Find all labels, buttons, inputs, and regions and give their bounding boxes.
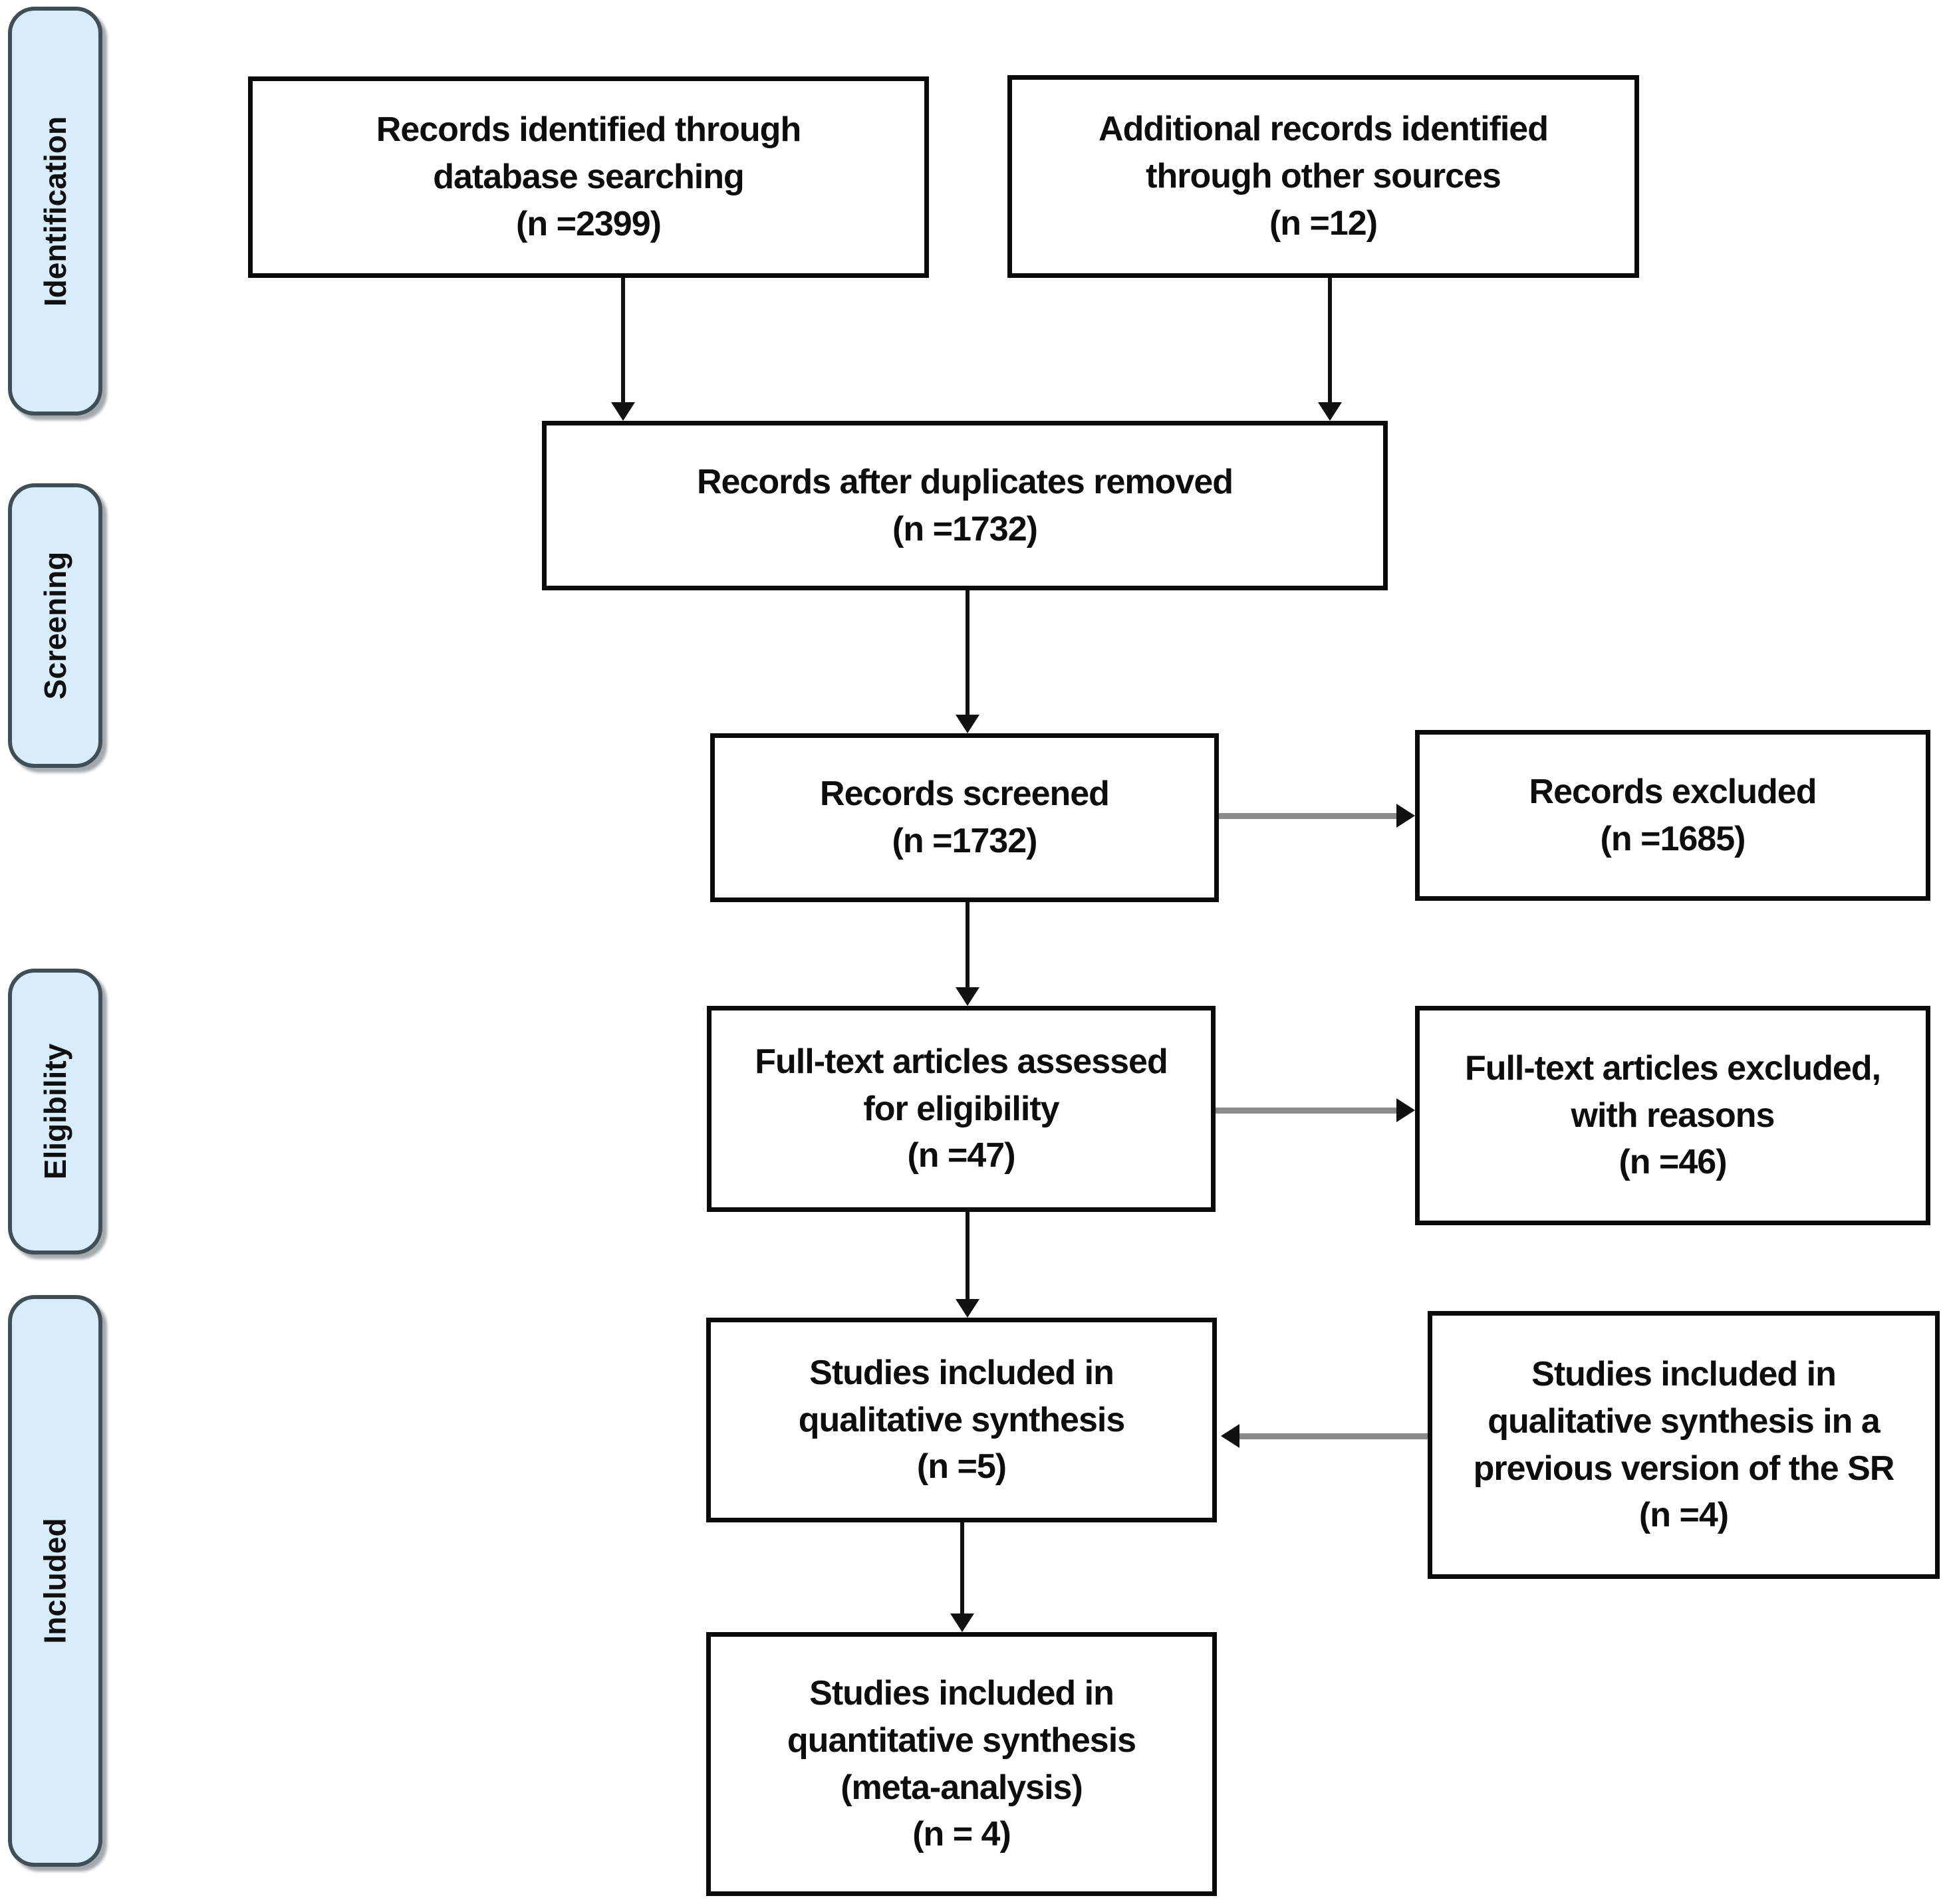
box-quantitative-synthesis: Studies included in quantitative synthes… xyxy=(706,1632,1217,1896)
box-records-screened: Records screened (n =1732) xyxy=(710,733,1219,902)
stage-included-label: Included xyxy=(38,1518,72,1644)
box-qualitative-synthesis: Studies included in qualitative synthesi… xyxy=(706,1318,1217,1522)
arrow-right-head xyxy=(1396,1098,1415,1122)
arrow-previous-sr-to-qualitative xyxy=(1221,1423,1428,1449)
arrow-down-head xyxy=(1318,402,1342,421)
stage-included: Included xyxy=(8,1295,102,1867)
arrow-line xyxy=(966,590,970,715)
arrow-additional-to-duplicates xyxy=(1317,278,1343,421)
arrow-line xyxy=(960,1522,964,1613)
box-records-identified: Records identified through database sear… xyxy=(248,76,929,278)
arrow-line xyxy=(1328,278,1332,402)
stage-identification-label: Identification xyxy=(38,116,73,306)
arrow-down-head xyxy=(611,402,635,421)
box-fulltext-excluded: Full-text articles excluded, with reason… xyxy=(1415,1006,1930,1225)
arrow-down-head xyxy=(956,987,979,1006)
box-records-excluded-text: Records excluded (n =1685) xyxy=(1529,772,1817,858)
arrow-line xyxy=(1239,1433,1428,1439)
box-records-identified-text: Records identified through database sear… xyxy=(376,110,801,243)
arrow-qualitative-to-quantitative xyxy=(949,1522,975,1632)
box-fulltext-assessed: Full-text articles assessed for eligibil… xyxy=(707,1006,1216,1212)
arrow-down-head xyxy=(950,1613,974,1632)
arrow-identified-to-duplicates xyxy=(610,278,636,421)
box-after-duplicates-text: Records after duplicates removed (n =173… xyxy=(696,462,1233,548)
arrow-screened-to-excluded xyxy=(1219,802,1415,829)
arrow-left-head xyxy=(1221,1424,1239,1448)
stage-identification: Identification xyxy=(8,7,102,416)
box-qualitative-previous-sr-text: Studies included in qualitative synthesi… xyxy=(1473,1355,1895,1535)
stage-eligibility: Eligibility xyxy=(8,969,102,1254)
box-qualitative-previous-sr: Studies included in qualitative synthesi… xyxy=(1428,1311,1940,1579)
arrow-line xyxy=(1216,1107,1396,1114)
arrow-fulltext-to-fulltext-excluded xyxy=(1216,1097,1415,1124)
box-qualitative-synthesis-text: Studies included in qualitative synthesi… xyxy=(798,1353,1126,1487)
box-records-screened-text: Records screened (n =1732) xyxy=(820,774,1110,860)
arrow-right-head xyxy=(1396,804,1415,828)
arrow-down-head xyxy=(956,1299,979,1318)
stage-screening-label: Screening xyxy=(38,551,73,700)
arrow-line xyxy=(966,902,970,987)
arrow-down-head xyxy=(956,715,979,733)
arrow-screened-to-fulltext xyxy=(954,902,981,1006)
stage-screening: Screening xyxy=(8,483,102,768)
stage-eligibility-label: Eligibility xyxy=(38,1043,72,1180)
arrow-duplicates-to-screened xyxy=(954,590,981,733)
box-after-duplicates: Records after duplicates removed (n =173… xyxy=(542,421,1388,590)
arrow-fulltext-to-qualitative xyxy=(954,1212,981,1318)
box-additional-records: Additional records identified through ot… xyxy=(1007,75,1639,278)
box-records-excluded: Records excluded (n =1685) xyxy=(1415,730,1930,901)
box-quantitative-synthesis-text: Studies included in quantitative synthes… xyxy=(787,1674,1136,1854)
box-fulltext-excluded-text: Full-text articles excluded, with reason… xyxy=(1464,1048,1881,1182)
box-additional-records-text: Additional records identified through ot… xyxy=(1099,110,1549,243)
arrow-line xyxy=(966,1212,970,1299)
box-fulltext-assessed-text: Full-text articles assessed for eligibil… xyxy=(755,1042,1168,1175)
arrow-line xyxy=(621,278,625,402)
arrow-line xyxy=(1219,812,1396,819)
